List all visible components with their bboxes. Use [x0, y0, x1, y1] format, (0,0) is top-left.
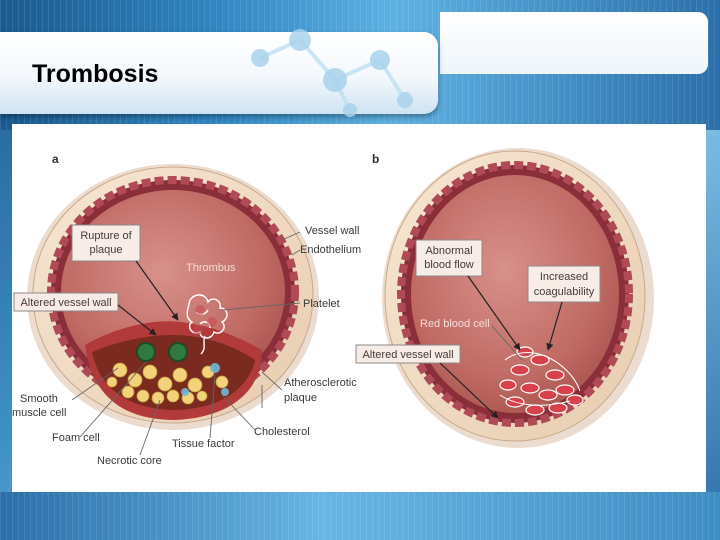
panel-a-leader-lines — [71, 231, 301, 456]
panel-b-arrows — [439, 275, 563, 419]
label-atherosclerotic: Atherosclerotic — [284, 377, 357, 389]
svg-text:plaque: plaque — [89, 244, 122, 256]
header-white-strip — [440, 12, 708, 74]
label-foam-cell: Foam cell — [52, 432, 100, 444]
svg-text:blood flow: blood flow — [424, 259, 474, 271]
page-title: Trombosis — [32, 60, 159, 88]
svg-text:Increased: Increased — [540, 271, 588, 283]
label-necrotic-core: Necrotic core — [97, 455, 162, 467]
label-red-blood-cell: Red blood cell — [420, 318, 490, 330]
label-smooth: Smooth — [20, 393, 58, 405]
label-tissue-factor: Tissue factor — [172, 438, 235, 450]
svg-text:Abnormal: Abnormal — [425, 245, 472, 257]
molecule-decoration-icon — [251, 29, 413, 117]
bottom-band — [0, 492, 720, 540]
label-vessel-wall: Vessel wall — [305, 225, 359, 237]
label-plaque: plaque — [284, 392, 317, 404]
svg-text:Altered vessel wall: Altered vessel wall — [362, 349, 453, 361]
altered-vessel-wall-box-a: Altered vessel wall — [13, 292, 119, 312]
rbc-leader-line — [491, 325, 523, 361]
vessel-b — [382, 148, 654, 448]
svg-text:coagulability: coagulability — [534, 286, 595, 298]
label-muscle-cell: muscle cell — [12, 407, 66, 419]
rupture-of-plaque-box: Rupture of plaque — [71, 224, 141, 262]
title-box — [0, 32, 438, 114]
panel-a-arrows — [117, 260, 179, 336]
panel-b-letter: b — [372, 152, 379, 166]
abnormal-blood-flow-box: Abnormal blood flow — [415, 239, 483, 277]
panel-a-letter: a — [52, 152, 59, 166]
altered-vessel-wall-box-b: Altered vessel wall — [355, 344, 461, 364]
svg-text:Altered vessel wall: Altered vessel wall — [20, 297, 111, 309]
label-cholesterol: Cholesterol — [254, 426, 310, 438]
label-endothelium: Endothelium — [300, 244, 361, 256]
label-platelet: Platelet — [303, 298, 340, 310]
svg-text:Rupture of: Rupture of — [80, 230, 132, 242]
label-thrombus: Thrombus — [186, 262, 236, 274]
increased-coagulability-box: Increased coagulability — [527, 265, 601, 303]
